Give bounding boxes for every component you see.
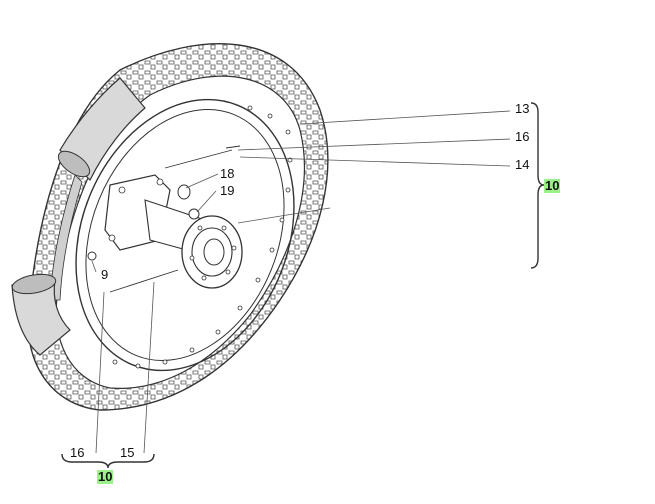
- callout-16-top: 16: [515, 129, 530, 144]
- bottom-brace: [61, 453, 155, 469]
- right-brace: [530, 102, 545, 269]
- callout-19: 19: [220, 183, 235, 198]
- callout-14: 14: [515, 157, 530, 172]
- callout-16-bottom: 16: [70, 445, 85, 460]
- rim: [75, 98, 295, 372]
- hub: [87, 174, 243, 289]
- callout-18: 18: [220, 166, 235, 181]
- callout-10-bottom: 10: [97, 469, 114, 484]
- inner-tube: [11, 77, 146, 356]
- callout-13: 13: [515, 101, 530, 116]
- callout-9: 9: [101, 267, 109, 282]
- callout-10-right: 10: [544, 178, 561, 193]
- leader-lines: [91, 110, 511, 454]
- callout-15: 15: [120, 445, 135, 460]
- spokes: [109, 145, 241, 293]
